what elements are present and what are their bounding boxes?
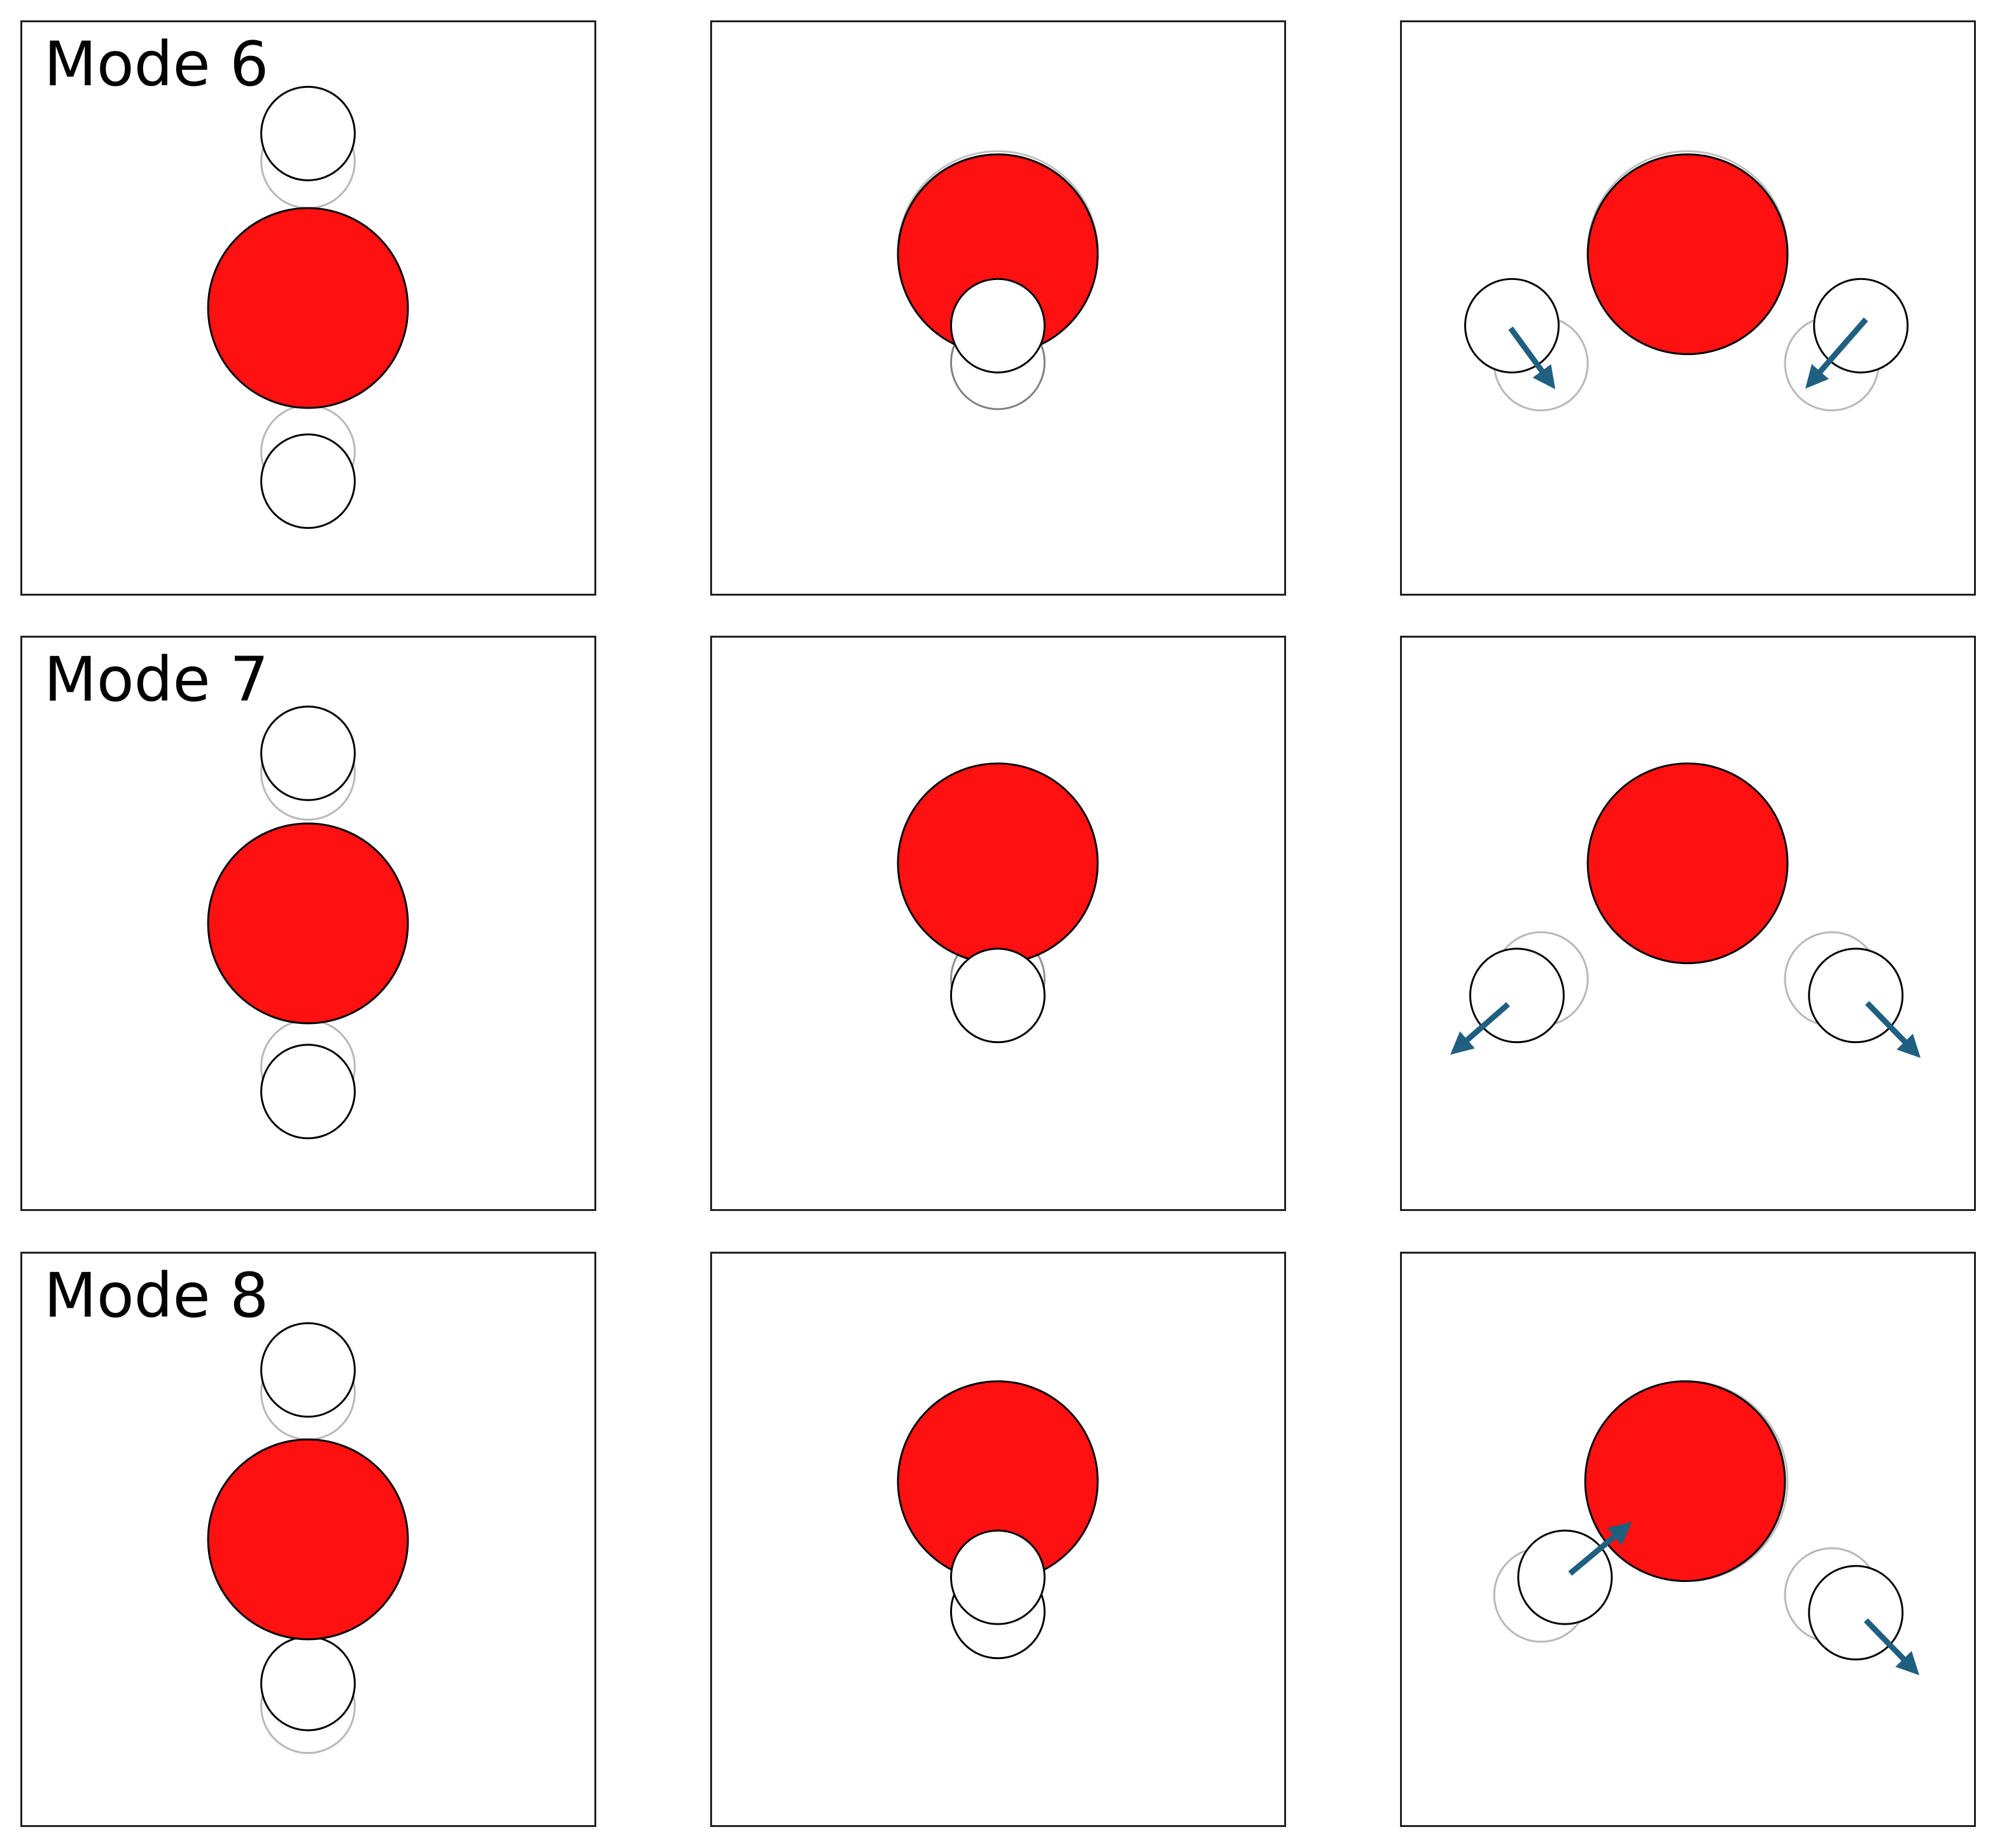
displacement-arrow-left — [1568, 1522, 1632, 1576]
oxygen-atom — [1586, 153, 1789, 356]
mode-8-top-view-panel — [1400, 1252, 1976, 1827]
mode-8-side-view-panel — [710, 1252, 1286, 1827]
mode-6-top-view-panel — [1400, 20, 1976, 596]
mode-8-front-view-panel: Mode 8 — [20, 1252, 596, 1827]
mode-label: Mode 7 — [44, 644, 269, 715]
displacement-arrow-right — [1865, 1001, 1921, 1058]
mode-7-front-view-panel: Mode 7 — [20, 636, 596, 1211]
displacement-arrow-left — [1508, 326, 1556, 389]
hydrogen-atom-bottom — [260, 1044, 356, 1140]
displacement-arrow-left — [1450, 1002, 1510, 1055]
hydrogen-atom-top — [260, 1322, 356, 1418]
oxygen-atom — [207, 207, 409, 409]
mode-7-top-view-panel — [1400, 636, 1976, 1211]
mode-7-side-view-panel — [710, 636, 1286, 1211]
oxygen-atom — [1586, 762, 1789, 965]
hydrogen-atom — [950, 277, 1046, 374]
mode-label: Mode 6 — [44, 29, 269, 100]
hydrogen-atom-left — [1464, 277, 1560, 374]
hydrogen-atom-top — [260, 705, 356, 801]
oxygen-atom — [1584, 1380, 1786, 1583]
oxygen-atom — [207, 1438, 409, 1641]
hydrogen-atom — [950, 948, 1046, 1044]
hydrogen-atom-top — [260, 85, 356, 181]
oxygen-atom — [897, 762, 1099, 965]
mode-label: Mode 8 — [44, 1260, 269, 1331]
mode-6-front-view-panel: Mode 6 — [20, 20, 596, 596]
hydrogen-atom-bottom — [260, 433, 356, 529]
displacement-arrow-right — [1863, 1618, 1920, 1676]
displacement-arrow-right — [1805, 317, 1868, 389]
mode-6-side-view-panel — [710, 20, 1286, 596]
hydrogen-atom-left — [1517, 1529, 1613, 1625]
hydrogen-atom-bottom — [260, 1635, 356, 1732]
oxygen-atom — [207, 822, 409, 1025]
hydrogen-atom-upper — [950, 1529, 1046, 1625]
